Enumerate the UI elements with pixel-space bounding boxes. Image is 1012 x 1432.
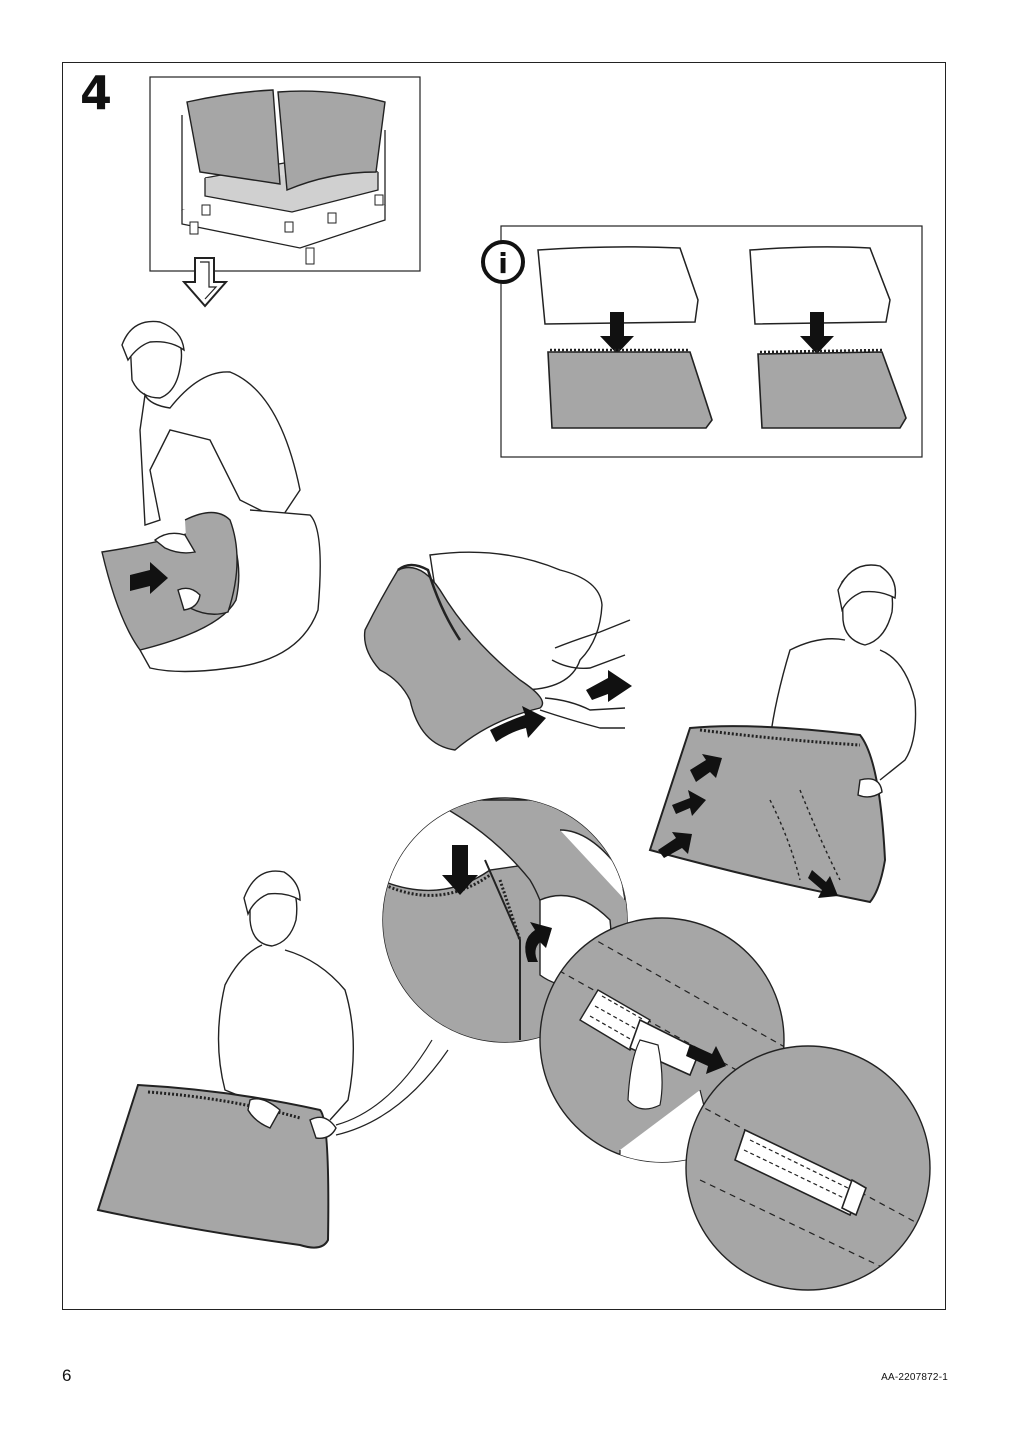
- person-zipping-cover: [96, 870, 449, 1249]
- corner-module-overview: [149, 76, 421, 272]
- down-arrow-icon: [600, 336, 634, 354]
- person-smoothing-cover: [648, 564, 917, 904]
- arrow-icon: [808, 870, 838, 898]
- push-arrow-icon: [130, 562, 168, 594]
- document-code: AA-2207872-1: [881, 1372, 948, 1383]
- info-icon: [481, 240, 525, 284]
- cushion-cover-left: [547, 351, 713, 429]
- info-glyph: i: [498, 247, 508, 280]
- push-arrow-icon: [586, 670, 632, 702]
- curved-arrow-icon: [525, 922, 552, 962]
- arrow-icon: [672, 790, 706, 816]
- hands-pulling-cover: [363, 551, 632, 751]
- info-panel: i: [481, 225, 923, 458]
- person-fitting-cover: [101, 320, 321, 673]
- down-arrow-icon: [181, 257, 229, 308]
- arrow-icon: [690, 754, 722, 782]
- detail-zipper-closed: [685, 1045, 931, 1291]
- curved-arrow-icon: [490, 706, 546, 742]
- arrow-icon: [658, 832, 692, 858]
- down-arrow-icon: [800, 336, 834, 354]
- cushion-insert-right: [749, 246, 891, 325]
- down-arrow-icon: [442, 845, 478, 895]
- step-frame: [62, 62, 946, 1310]
- cushion-cover-right: [757, 351, 907, 429]
- page-number: 6: [62, 1366, 72, 1385]
- arrow-icon: [686, 1044, 726, 1074]
- step-number: 4: [80, 66, 113, 120]
